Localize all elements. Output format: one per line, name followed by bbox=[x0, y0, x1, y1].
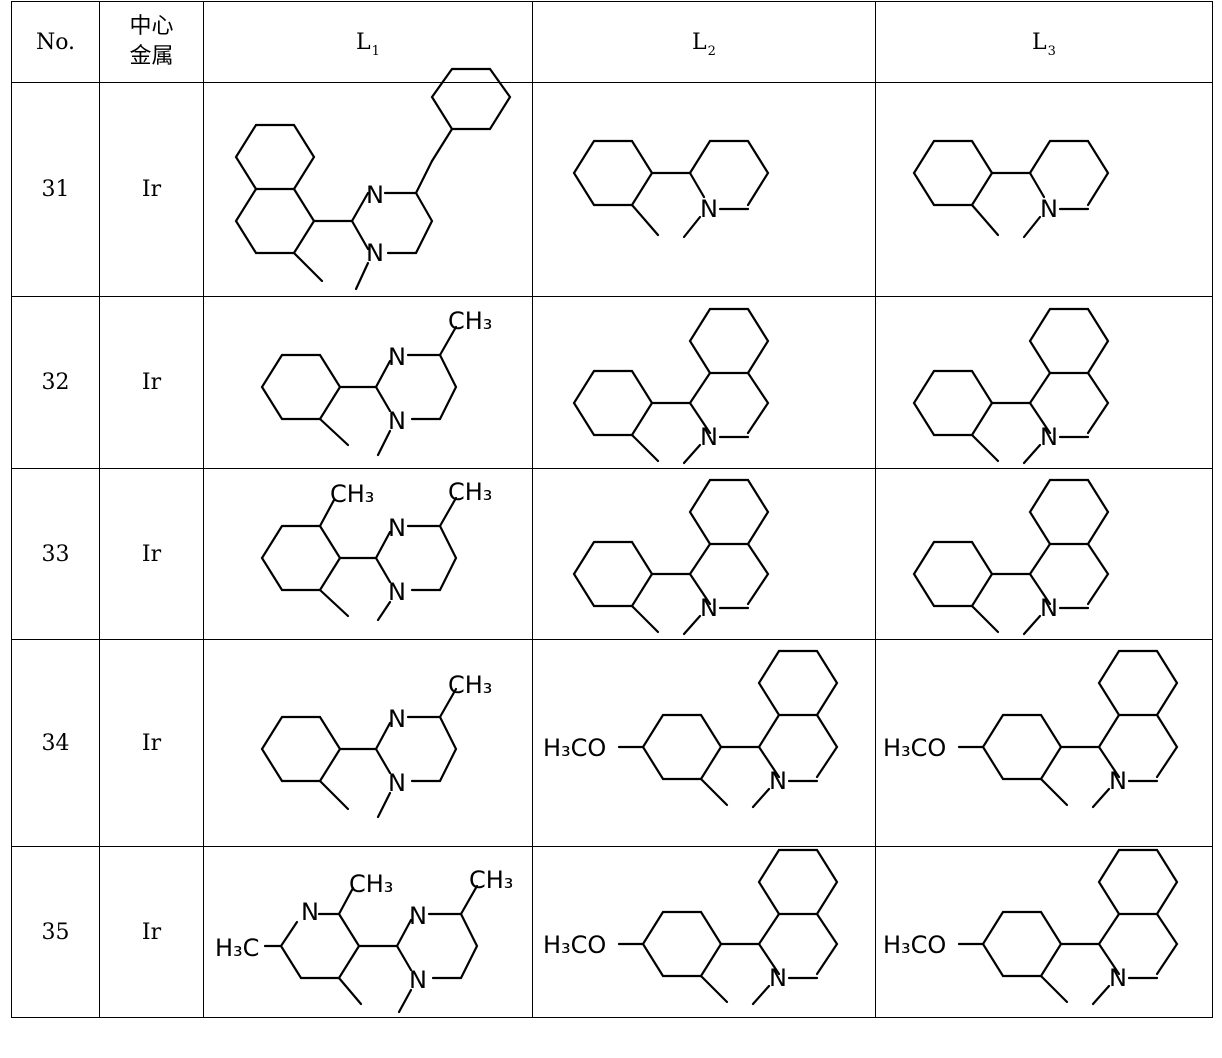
l1-structure-drawing: CH₃ N N CH₃ bbox=[218, 470, 518, 638]
ch3-label-b: CH₃ bbox=[448, 478, 492, 506]
l3-structure: N bbox=[876, 83, 1213, 297]
l2-structure-drawing: N bbox=[554, 105, 854, 275]
och3-label: H₃CO bbox=[543, 931, 606, 959]
l3-structure: N bbox=[876, 297, 1213, 469]
svg-text:N: N bbox=[1040, 195, 1058, 223]
h3c-label: H₃C bbox=[215, 934, 259, 962]
l1-structure: CH₃ N N CH₃ bbox=[204, 469, 533, 640]
och3-label: H₃CO bbox=[883, 931, 946, 959]
svg-text:N: N bbox=[366, 239, 384, 267]
l1-structure-drawing: N N CH₃ bbox=[218, 299, 518, 467]
svg-text:N: N bbox=[769, 767, 787, 795]
ch3-label: CH₃ bbox=[448, 671, 492, 699]
row-number: 34 bbox=[12, 640, 100, 847]
header-metal-line2: 金属 bbox=[129, 44, 173, 69]
l2-structure: N bbox=[533, 469, 876, 640]
header-metal-line1: 中心 bbox=[129, 14, 173, 39]
header-l2: L2 bbox=[533, 2, 876, 83]
ligand-table: No. 中心 金属 L1 L2 L3 31 Ir N bbox=[11, 1, 1213, 1018]
l2-structure: N H₃CO bbox=[533, 640, 876, 847]
table-row: 34 Ir N N CH₃ bbox=[12, 640, 1213, 847]
l1-structure: N CH₃ H₃C N N CH₃ bbox=[204, 847, 533, 1018]
row-number: 35 bbox=[12, 847, 100, 1018]
ch3-label: CH₃ bbox=[448, 307, 492, 335]
ch3-label-b: CH₃ bbox=[469, 866, 513, 894]
header-l1: L1 bbox=[204, 2, 533, 83]
l3-structure-drawing: N bbox=[894, 105, 1194, 275]
row-metal: Ir bbox=[100, 640, 204, 847]
svg-text:N: N bbox=[388, 343, 406, 371]
row-metal: Ir bbox=[100, 297, 204, 469]
l1-structure-drawing: N N bbox=[218, 85, 518, 295]
table-row: 33 Ir CH₃ N N CH₃ bbox=[12, 469, 1213, 640]
l2-structure-drawing: N bbox=[554, 299, 854, 467]
l1-structure: N N CH₃ bbox=[204, 640, 533, 847]
l3-structure-drawing: N bbox=[894, 470, 1194, 638]
ch3-label-a: CH₃ bbox=[330, 480, 374, 508]
svg-text:N: N bbox=[301, 898, 319, 926]
header-no: No. bbox=[12, 2, 100, 83]
och3-label: H₃CO bbox=[543, 734, 606, 762]
svg-text:N: N bbox=[388, 705, 406, 733]
l2-structure: N bbox=[533, 83, 876, 297]
table-row: 35 Ir N CH₃ H₃C N N CH₃ bbox=[12, 847, 1213, 1018]
ch3-label-a: CH₃ bbox=[349, 870, 393, 898]
l1-structure-drawing: N N CH₃ bbox=[218, 653, 518, 833]
l1-structure: N N CH₃ bbox=[204, 297, 533, 469]
l3-structure-drawing: N H₃CO bbox=[879, 643, 1209, 843]
svg-text:N: N bbox=[1109, 964, 1127, 992]
row-number: 31 bbox=[12, 83, 100, 297]
header-center-metal: 中心 金属 bbox=[100, 2, 204, 83]
svg-text:N: N bbox=[700, 195, 718, 223]
l1-structure: N N bbox=[204, 83, 533, 297]
l3-structure-drawing: N bbox=[894, 299, 1194, 467]
table-row: 32 Ir N N CH₃ bbox=[12, 297, 1213, 469]
och3-label: H₃CO bbox=[883, 734, 946, 762]
svg-text:N: N bbox=[769, 964, 787, 992]
svg-text:N: N bbox=[700, 423, 718, 451]
row-number: 32 bbox=[12, 297, 100, 469]
row-number: 33 bbox=[12, 469, 100, 640]
svg-text:N: N bbox=[409, 902, 427, 930]
l3-structure: N H₃CO bbox=[876, 847, 1213, 1018]
row-metal: Ir bbox=[100, 847, 204, 1018]
l2-structure: N H₃CO bbox=[533, 847, 876, 1018]
svg-text:N: N bbox=[388, 514, 406, 542]
svg-text:N: N bbox=[1109, 767, 1127, 795]
svg-text:N: N bbox=[700, 594, 718, 622]
header-l3: L3 bbox=[876, 2, 1213, 83]
l1-structure-drawing: N CH₃ H₃C N N CH₃ bbox=[213, 848, 523, 1016]
row-metal: Ir bbox=[100, 469, 204, 640]
l2-structure-drawing: N bbox=[554, 470, 854, 638]
header-row: No. 中心 金属 L1 L2 L3 bbox=[12, 2, 1213, 83]
l3-structure-drawing: N H₃CO bbox=[879, 848, 1209, 1016]
svg-text:N: N bbox=[1040, 423, 1058, 451]
svg-text:N: N bbox=[1040, 594, 1058, 622]
l3-structure: N H₃CO bbox=[876, 640, 1213, 847]
l2-structure-drawing: N H₃CO bbox=[539, 848, 869, 1016]
svg-text:N: N bbox=[366, 181, 384, 209]
l2-structure: N bbox=[533, 297, 876, 469]
l3-structure: N bbox=[876, 469, 1213, 640]
l2-structure-drawing: N H₃CO bbox=[539, 643, 869, 843]
table-row: 31 Ir N N bbox=[12, 83, 1213, 297]
row-metal: Ir bbox=[100, 83, 204, 297]
